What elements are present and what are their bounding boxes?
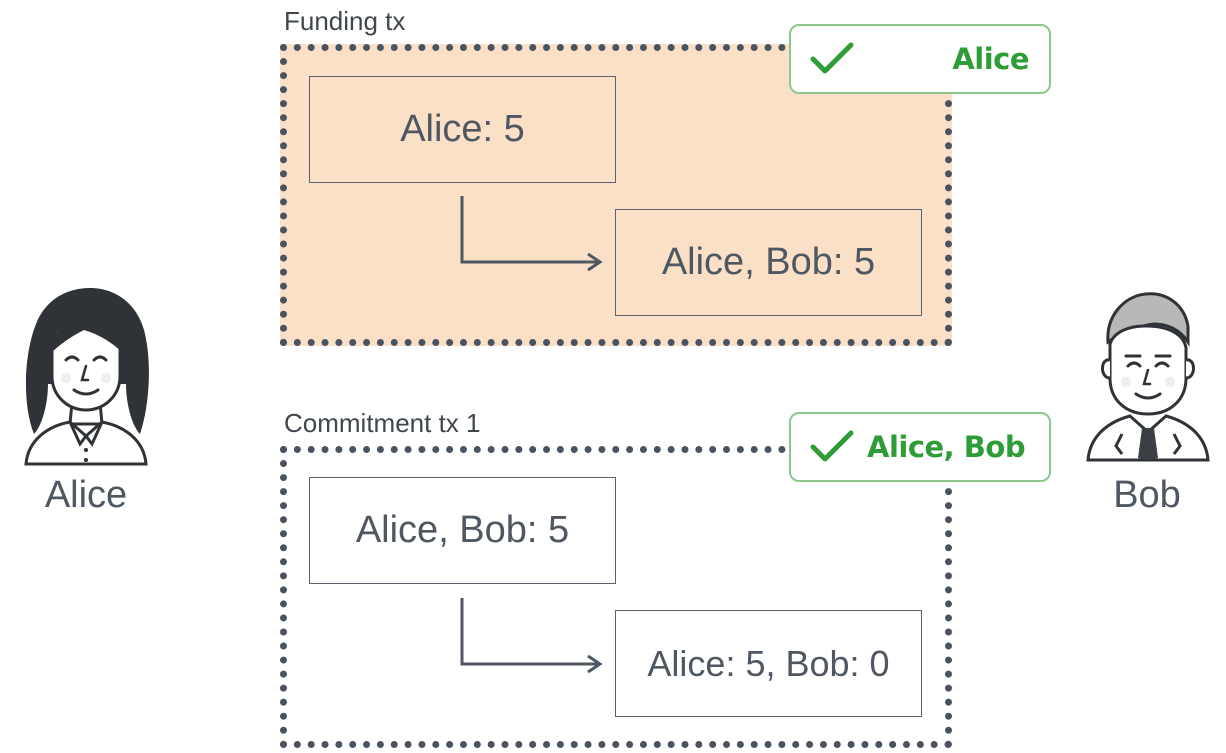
arrow-icon <box>460 196 603 272</box>
commitment-signature-badge: Alice, Bob <box>789 412 1051 482</box>
commitment-input-box: Alice, Bob: 5 <box>309 477 616 584</box>
arrow-icon <box>460 598 603 674</box>
commitment-tx-label: Commitment tx 1 <box>284 408 481 438</box>
funding-tx-label: Funding tx <box>284 6 406 36</box>
funding-signature-text: Alice <box>952 42 1029 76</box>
bob-name: Bob <box>1113 474 1181 516</box>
check-icon <box>810 430 854 462</box>
funding-output-box: Alice, Bob: 5 <box>615 209 922 316</box>
commitment-tx-frame <box>280 446 952 748</box>
bob-avatar-icon <box>1086 292 1210 462</box>
alice-avatar-icon <box>24 288 149 466</box>
alice-name: Alice <box>44 474 128 516</box>
funding-tx-frame <box>280 44 952 346</box>
funding-signature-badge: Alice <box>789 24 1051 94</box>
commitment-output-box: Alice: 5, Bob: 0 <box>615 610 922 717</box>
commitment-signature-text: Alice, Bob <box>867 430 1026 464</box>
check-icon <box>810 42 854 74</box>
funding-input-box: Alice: 5 <box>309 76 616 183</box>
